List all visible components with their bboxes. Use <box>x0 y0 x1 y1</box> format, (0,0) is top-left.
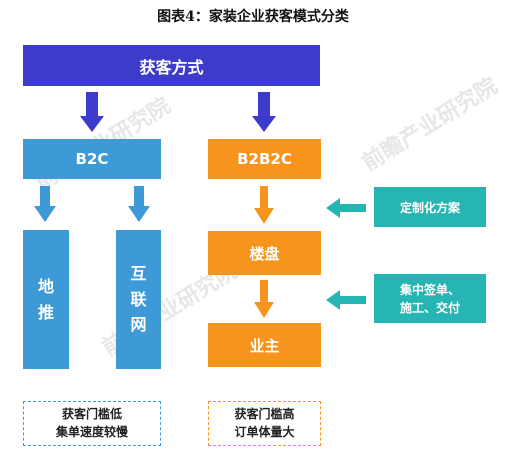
b2b2c-note: 获客门槛高 订单体量大 <box>208 401 321 446</box>
arrow-down-icon <box>80 92 104 132</box>
loupan-node: 楼盘 <box>208 231 321 275</box>
root-node: 获客方式 <box>23 45 320 86</box>
b2b2c-node: B2B2C <box>208 139 321 179</box>
arrow-down-icon <box>128 186 150 222</box>
jizhong-node: 集中签单、 施工、交付 <box>374 274 486 323</box>
b2c-note: 获客门槛低 集单速度较慢 <box>23 401 161 446</box>
figure-title: 图表4：家装企业获客模式分类 <box>157 9 349 25</box>
dingzhi-node: 定制化方案 <box>374 187 486 227</box>
arrow-down-icon <box>252 92 276 132</box>
watermark: 前瞻产业研究院 <box>358 73 503 177</box>
arrow-left-icon <box>326 198 366 218</box>
arrow-down-icon <box>34 186 56 222</box>
hulian-node: 互 联 网 <box>116 230 161 369</box>
b2c-node: B2C <box>23 139 161 179</box>
arrow-left-icon <box>326 290 366 310</box>
arrow-down-icon <box>254 280 274 318</box>
yezhu-node: 业主 <box>208 323 321 367</box>
arrow-down-icon <box>254 186 274 224</box>
ditui-node: 地 推 <box>23 230 69 369</box>
